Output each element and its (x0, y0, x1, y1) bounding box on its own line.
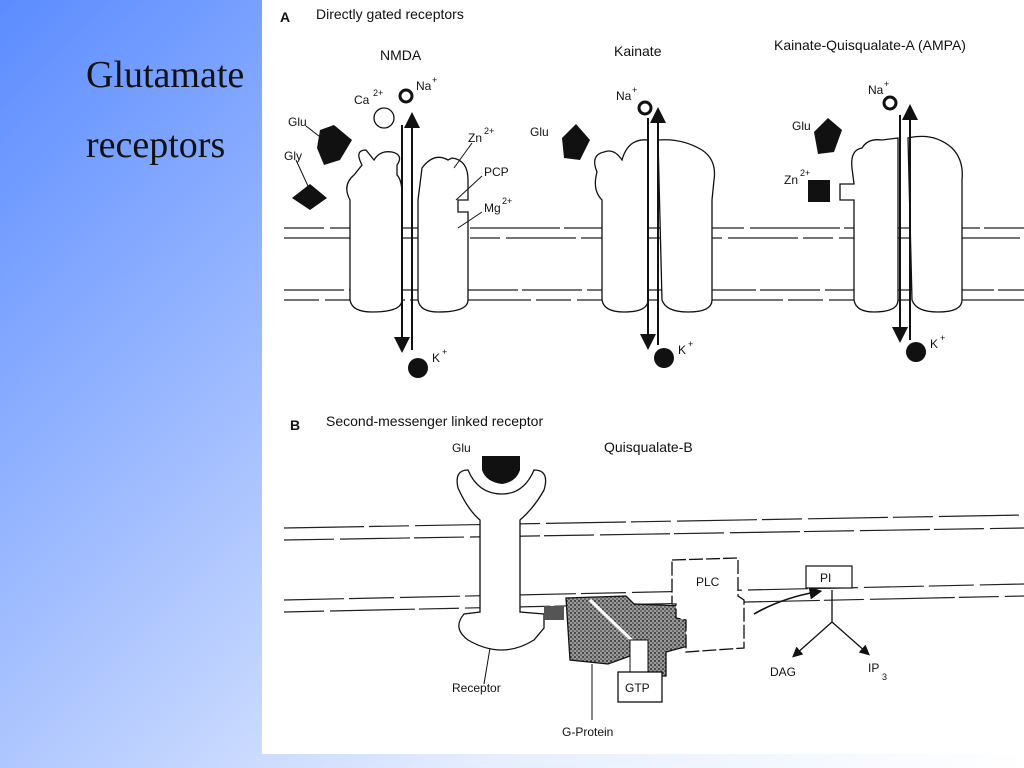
slide-title-line-2: receptors (86, 124, 226, 166)
ampa-zinc-icon (808, 180, 830, 202)
nmda-k-label: K (432, 351, 440, 365)
nmda-receptor: NMDA Ca 2+ Na + Glu Gly Zn 2+ PCP Mg 2+ … (284, 47, 512, 378)
plc-label: PLC (696, 575, 720, 589)
panel-a-title: Directly gated receptors (316, 6, 464, 22)
nmda-zn-label: Zn (468, 131, 482, 145)
nmda-mg-label: Mg (484, 201, 501, 215)
panel-b-subtype-label: Quisqualate-B (604, 439, 693, 455)
glutamate-ligand-icon (317, 125, 352, 165)
panel-a-letter: A (280, 9, 290, 25)
ip3-label: IP (868, 661, 879, 675)
kainate-glutamate-icon (562, 124, 590, 160)
ampa-potassium-icon (906, 342, 926, 362)
nmda-mg-charge: 2+ (502, 196, 512, 206)
nmda-pcp-label: PCP (484, 165, 509, 179)
ip3-subscript: 3 (882, 672, 887, 682)
receptor-label: Receptor (452, 681, 501, 695)
kainate-label: Kainate (614, 43, 662, 59)
nmda-zn-charge: 2+ (484, 126, 494, 136)
potassium-ion-icon (408, 358, 428, 378)
slide-title: Glutamate receptors (86, 40, 244, 180)
kainate-receptor: Kainate Glu Na + K + (530, 43, 716, 368)
gtp-box (617, 671, 663, 703)
dag-label: DAG (770, 665, 796, 679)
nmda-k-charge: + (442, 347, 447, 357)
ampa-receptor: Kainate-Quisqualate-A (AMPA) Glu Zn 2+ N… (774, 37, 966, 362)
metabotropic-receptor: Glu Receptor (452, 441, 547, 695)
kainate-na-label: Na (616, 89, 632, 103)
kainate-potassium-icon (654, 348, 674, 368)
panel-b-letter: B (290, 417, 300, 433)
ampa-label: Kainate-Quisqualate-A (AMPA) (774, 37, 966, 53)
membrane-b (283, 514, 1024, 613)
nmda-na-charge: + (432, 75, 437, 85)
nmda-na-label: Na (416, 79, 432, 93)
nmda-label: NMDA (380, 47, 422, 63)
glycine-ligand-icon (292, 184, 327, 210)
slide-title-line-1: Glutamate (86, 54, 245, 96)
pi-label: PI (820, 571, 831, 585)
nmda-ca-label: Ca (354, 93, 370, 107)
pi-pathway: PI DAG IP 3 (753, 565, 887, 682)
panel-b-title: Second-messenger linked receptor (326, 413, 543, 429)
kainate-k-charge: + (688, 339, 693, 349)
gprotein-label: G-Protein (562, 725, 613, 739)
kainate-glu-label: Glu (530, 125, 549, 139)
plc-enzyme: PLC (671, 557, 745, 653)
ampa-glutamate-icon (814, 118, 842, 154)
receptor-diagram-svg: A Directly gated receptors NMDA Ca 2+ Na… (280, 6, 1024, 739)
ampa-zn-label: Zn (784, 173, 798, 187)
nmda-glu-label: Glu (288, 115, 307, 129)
panel-b-glutamate-icon (482, 456, 520, 484)
nmda-gly-label: Gly (284, 149, 302, 163)
ampa-na-label: Na (868, 83, 884, 97)
nmda-ca-charge: 2+ (373, 88, 383, 98)
ampa-zn-charge: 2+ (800, 168, 810, 178)
sodium-ion-icon (398, 88, 414, 104)
panel-b-glu-label: Glu (452, 441, 471, 455)
ampa-k-label: K (930, 337, 938, 351)
kainate-sodium-icon (637, 100, 653, 116)
g-protein: GTP G-Protein (544, 595, 695, 739)
kainate-na-charge: + (632, 85, 637, 95)
ampa-na-charge: + (884, 79, 889, 89)
gtp-label: GTP (625, 681, 650, 695)
calcium-ion-icon (373, 107, 395, 129)
pi-box (805, 565, 853, 589)
ampa-k-charge: + (940, 333, 945, 343)
ampa-glu-label: Glu (792, 119, 811, 133)
ampa-sodium-icon (882, 95, 898, 111)
receptor-diagram: A Directly gated receptors NMDA Ca 2+ Na… (262, 0, 1024, 754)
kainate-k-label: K (678, 343, 686, 357)
